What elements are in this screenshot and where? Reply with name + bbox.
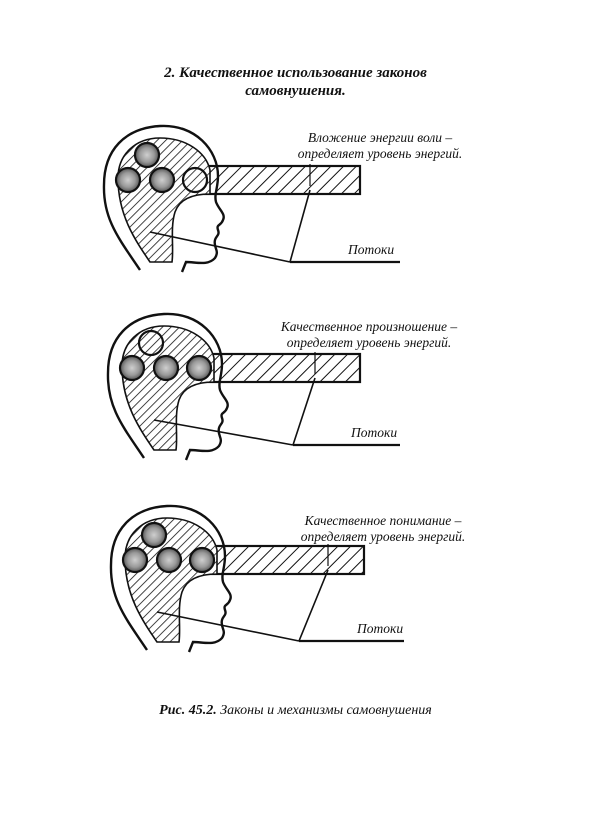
pointer-line-head — [156, 611, 300, 642]
head-outline — [106, 312, 229, 461]
head-circle-bottom-middle — [155, 546, 183, 574]
pointer-line-bar — [292, 377, 316, 446]
panel-2-caption-line-1: Качественное произношение – — [280, 319, 458, 334]
head-energy-field — [121, 325, 215, 451]
head-circle-top-middle — [137, 329, 165, 357]
panel-3-flows-label: Потоки — [357, 621, 404, 636]
energy-bar — [197, 352, 362, 384]
head-circle-front-bottom — [188, 546, 216, 574]
head-circle-bottom-middle — [148, 166, 176, 194]
head-circle-front-bottom — [185, 354, 213, 382]
head-circle-bottom-middle — [152, 354, 180, 382]
pointer-line-head — [149, 231, 291, 263]
figure-caption-text: Законы и механизмы самовнушения — [220, 703, 432, 718]
head-outline — [102, 124, 225, 273]
panel-1-caption-line-2: определяет уровень энергий. — [297, 146, 463, 161]
panel-1-caption-line-1: Вложение энергии воли – — [307, 130, 453, 145]
head-energy-field — [124, 517, 218, 643]
panel-3-caption-line-2: определяет уровень энергий. — [300, 529, 466, 544]
pointer-line-bar — [289, 189, 311, 263]
energy-bar — [200, 544, 366, 576]
panel-3-caption-line-1: Качественное понимание – — [304, 513, 462, 528]
head-circle-bottom-left — [121, 546, 149, 574]
pointer-line-head — [153, 419, 294, 446]
section-heading-line-1: 2. Качественное использование законов — [164, 65, 427, 81]
panel-2-caption-line-2: определяет уровень энергий. — [286, 335, 452, 350]
head-panel-3 — [109, 504, 404, 653]
panel-2-caption: Качественное произношение – определяет у… — [258, 319, 480, 351]
pointer-line-bar — [298, 569, 329, 642]
section-heading: 2. Качественное использование законов са… — [0, 64, 591, 100]
head-circle-top-middle — [133, 141, 161, 169]
head-circle-front-bottom — [181, 166, 209, 194]
head-circle-top-middle — [140, 521, 168, 549]
panel-1-flows-label: Потоки — [348, 242, 395, 257]
section-heading-line-2: самовнушения. — [245, 83, 346, 99]
panel-2-flows-label: Потоки — [351, 425, 398, 440]
energy-bar — [193, 164, 362, 196]
head-outline — [109, 504, 232, 653]
head-circle-bottom-left — [118, 354, 146, 382]
head-panel-1 — [102, 124, 400, 273]
head-circle-bottom-left — [114, 166, 142, 194]
figure-caption-label: Рис. 45.2. — [159, 703, 217, 718]
head-energy-field — [117, 137, 211, 263]
figure-caption: Рис. 45.2. Законы и механизмы самовнушен… — [0, 703, 591, 719]
panel-3-caption: Качественное понимание – определяет уров… — [278, 513, 488, 545]
head-panel-2 — [106, 312, 400, 461]
panel-1-caption: Вложение энергии воли – определяет урове… — [275, 130, 485, 162]
